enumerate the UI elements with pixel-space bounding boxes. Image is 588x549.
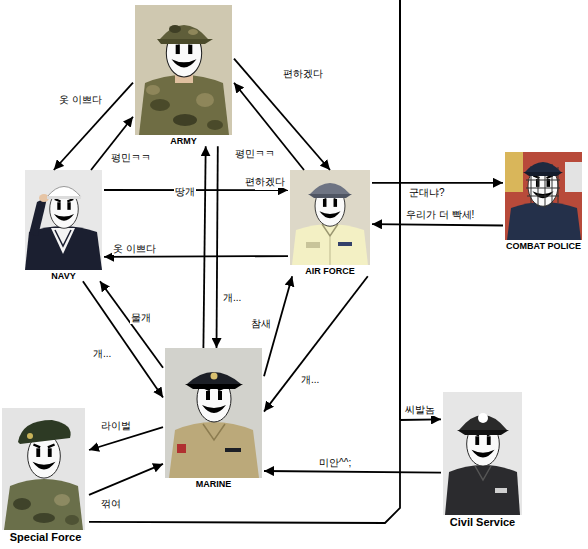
arrow-label: 우리가 더 빡세! [405,209,475,221]
relation-arrow [264,471,441,473]
unit-caption: ARMY [133,136,234,146]
marine-photo [165,348,262,478]
relation-arrow [83,281,163,397]
unit-node: AIR FORCE [288,170,372,276]
arrow-label: 꺾여 [100,498,122,510]
relation-arrow [234,59,330,170]
special-force-photo [2,408,85,530]
relation-arrow [104,189,288,191]
relation-arrow [234,83,304,170]
relation-arrow [217,146,218,348]
arrow-label: 평민ㅋㅋ [110,152,152,164]
relation-arrow [104,255,288,257]
combat-police-photo [505,152,582,240]
airforce-photo [290,170,370,265]
arrow-label: 씨발놈 [404,404,436,416]
arrow-label: 참새 [250,318,272,330]
unit-caption: NAVY [23,271,104,281]
arrow-label: 라이벌 [100,420,132,432]
unit-caption: Special Force [2,531,89,544]
unit-caption: COMBAT POLICE [503,241,584,251]
relation-arrow [203,146,205,348]
relation-arrow [89,419,441,523]
unit-caption: Civil Service [441,516,524,529]
unit-node: ARMY [133,5,234,146]
unit-node: Civil Service [441,392,524,529]
relation-arrow [372,224,503,225]
arrow-label: 옷 이쁘다 [58,94,103,106]
arrow-label: 옷 이쁘다 [112,243,157,255]
arrow-label: 개... [92,348,112,360]
group-line [399,0,401,420]
navy-photo [25,170,102,270]
unit-node: NAVY [23,170,104,281]
unit-node: Special Force [2,408,89,544]
arrow-label: 미안^^; [318,457,352,469]
arrow-label: 편하겠다 [244,176,286,188]
arrow-label: 땅개 [174,186,196,198]
unit-caption: AIR FORCE [288,266,372,276]
army-photo [135,5,232,135]
unit-node: COMBAT POLICE [503,152,584,251]
relation-arrow [264,276,368,411]
arrow-label: 개... [300,374,320,386]
unit-node: MARINE [163,348,264,489]
arrow-label: 평민ㅋㅋ [234,148,276,160]
relation-arrow [89,464,163,495]
civil-service-photo [443,392,522,515]
arrow-label: 군대냐? [408,187,446,199]
relation-arrow [372,182,503,184]
arrow-label: 개... [222,292,242,304]
arrow-label: 편하겠다 [282,68,324,80]
arrow-label: 물개 [130,312,152,324]
unit-caption: MARINE [163,479,264,489]
